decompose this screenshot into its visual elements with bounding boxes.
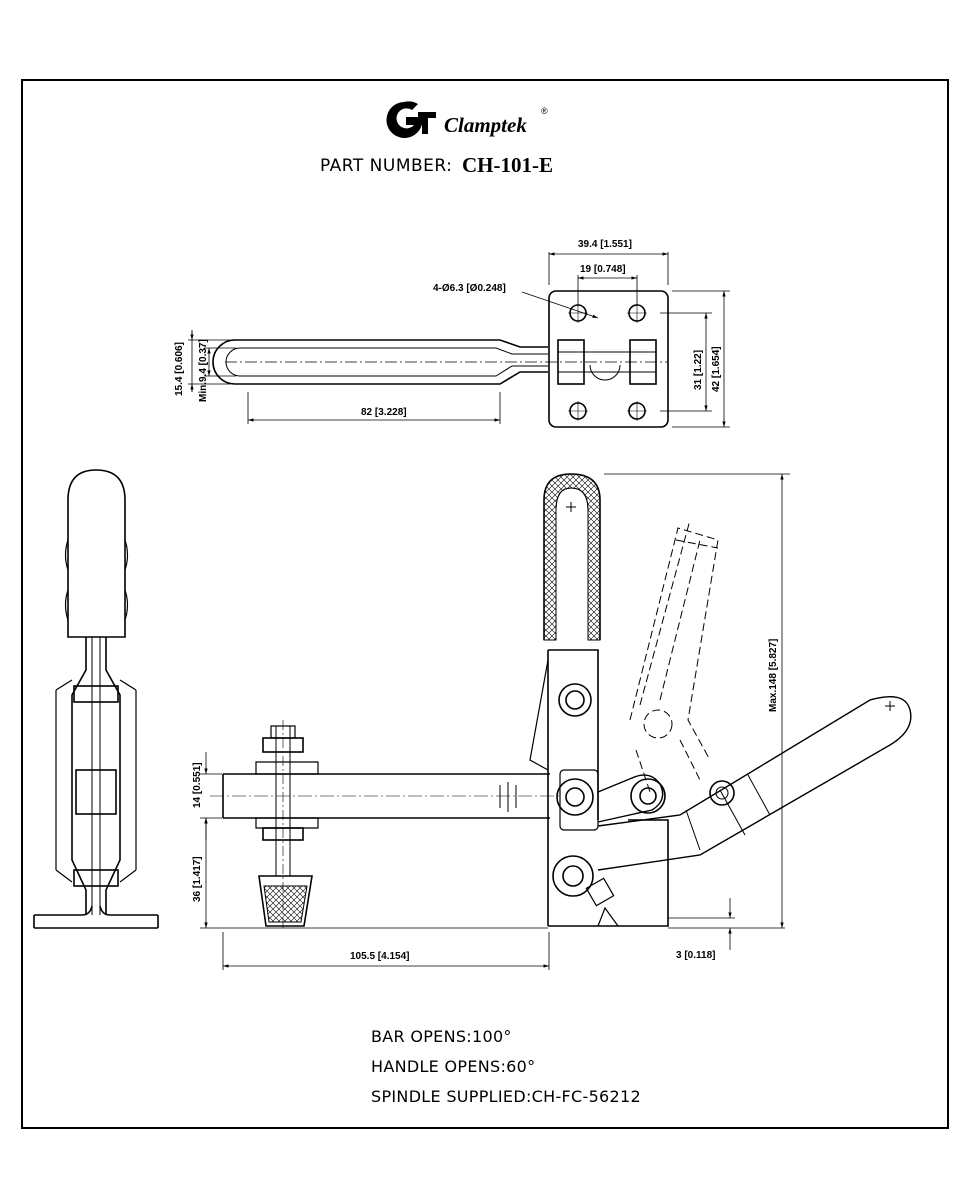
top-view-dimensions [188, 252, 730, 428]
side-view-dimensions [200, 473, 790, 970]
dim-bar-thickness: 14 [0.551] [192, 762, 203, 808]
alternate-position-lines [597, 519, 912, 856]
dim-base-height: 42 [1.654] [711, 346, 722, 392]
part-number-label: PART NUMBER: [320, 156, 453, 176]
notes-block: BAR OPENS:100° HANDLE OPENS:60° SPINDLE … [371, 1022, 641, 1112]
dim-hole-spacing: 19 [0.748] [580, 264, 626, 275]
note-handle-opens: HANDLE OPENS:60° [371, 1057, 536, 1076]
dim-handle-min: Min.9.4 [0.37] [198, 339, 209, 402]
note-spindle: SPINDLE SUPPLIED:CH-FC-56212 [371, 1087, 641, 1106]
dim-overall-width: 39.4 [1.551] [578, 239, 632, 250]
dim-base-offset: 3 [0.118] [676, 950, 715, 961]
end-view [33, 469, 159, 929]
dim-handle-length: 82 [3.228] [361, 407, 407, 418]
clamptek-logo-icon [386, 101, 436, 138]
dim-spindle-height: 36 [1.417] [192, 856, 203, 902]
dim-max-height: Max.148 [5.827] [768, 639, 779, 712]
note-bar-opens: BAR OPENS:100° [371, 1027, 512, 1046]
top-view [212, 290, 669, 428]
dim-holes: 4-Ø6.3 [Ø0.248] [433, 283, 506, 294]
part-number-value: CH-101-E [462, 153, 553, 177]
dim-reach: 105.5 [4.154] [350, 951, 410, 962]
drawing-frame [21, 79, 949, 1129]
brand-name: Clamptek [444, 113, 527, 137]
side-view [210, 473, 912, 930]
dim-hole-pitch-vertical: 31 [1.22] [693, 350, 704, 390]
dim-handle-width: 15.4 [0.606] [174, 342, 185, 396]
registered-mark: ® [541, 106, 548, 116]
